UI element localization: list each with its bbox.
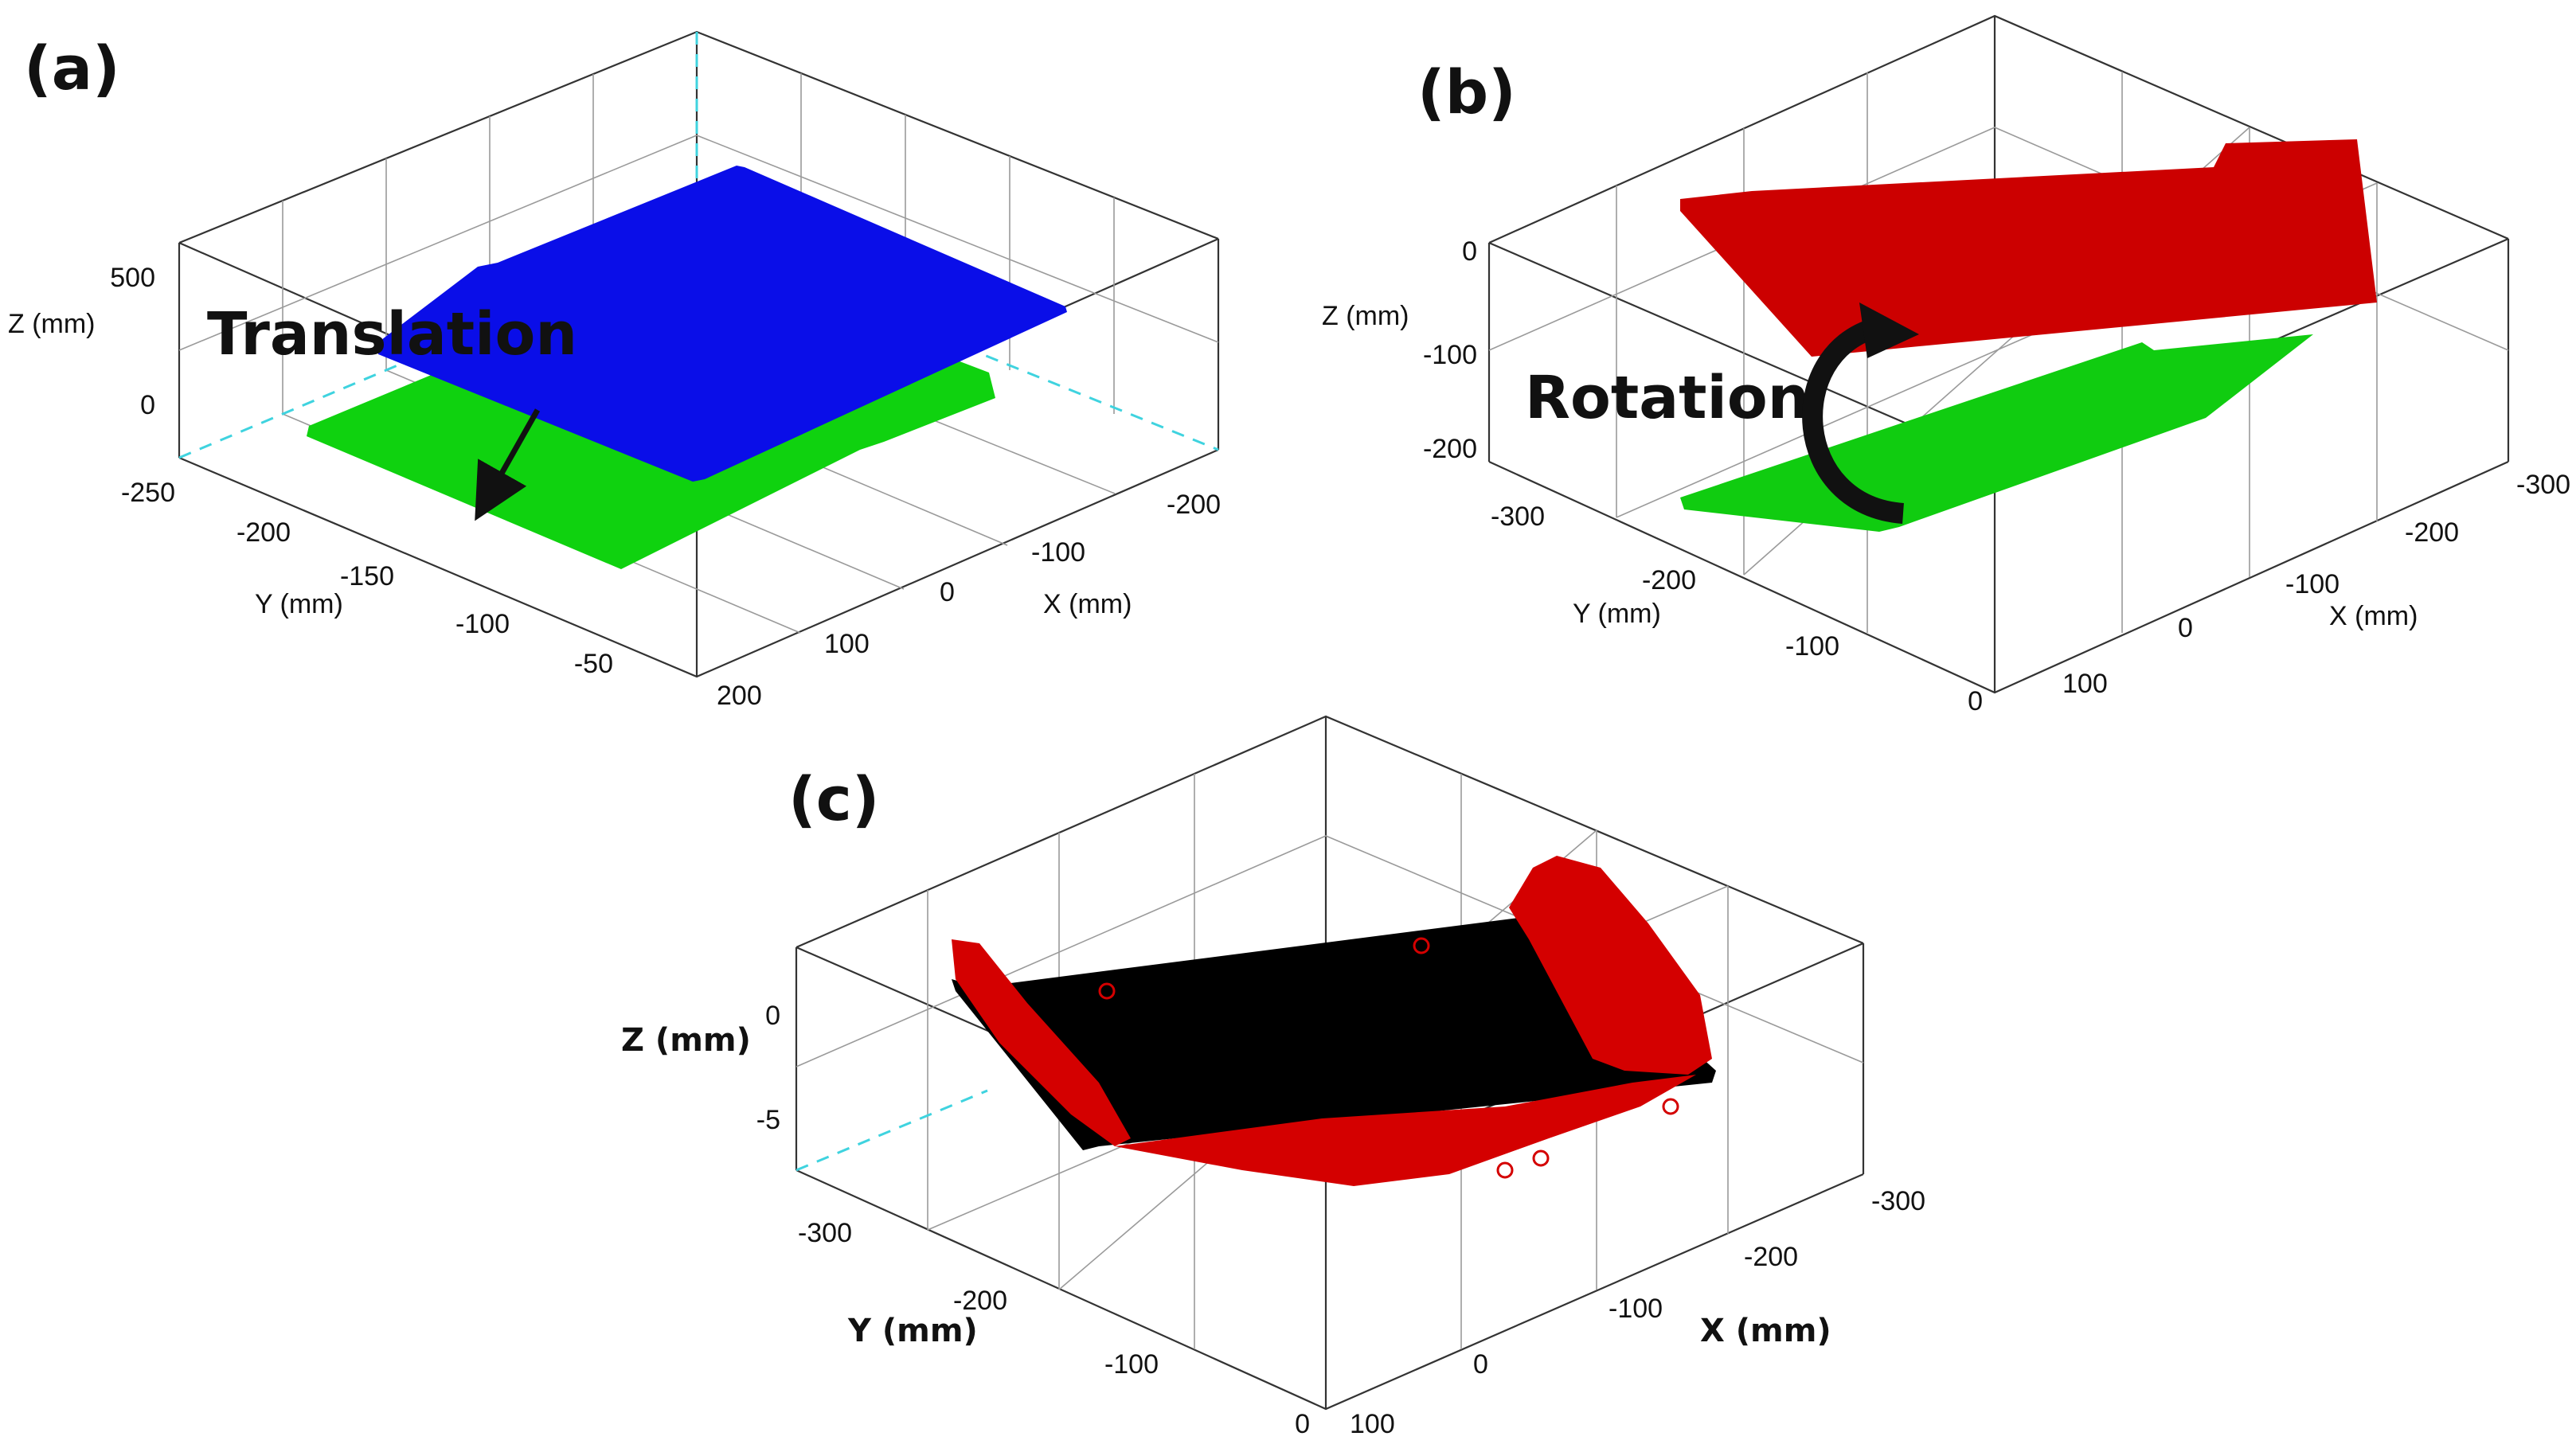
panel-a-y-ticks: -250 -200 -150 -100 -50	[121, 478, 613, 679]
z-tick: 500	[110, 263, 155, 293]
svg-text:0: 0	[2178, 613, 2193, 643]
panel-a: (a)	[8, 30, 1221, 711]
panel-b-rotation-arrow	[1802, 318, 1905, 524]
svg-text:-300: -300	[1871, 1186, 1925, 1216]
svg-text:-100: -100	[1609, 1294, 1663, 1324]
svg-text:-5: -5	[756, 1105, 780, 1135]
svg-text:-200: -200	[1642, 565, 1696, 595]
svg-text:-50: -50	[574, 649, 613, 679]
svg-text:-200: -200	[2405, 517, 2459, 548]
svg-text:0: 0	[940, 577, 955, 607]
panel-a-z-label: Z (mm)	[8, 309, 96, 339]
panel-c-z-ticks: 0 -5	[756, 1001, 780, 1135]
panel-b-rotation-label: Rotation	[1525, 364, 1809, 432]
panel-c: (c)	[621, 715, 1925, 1439]
panel-b-rotation-arrowhead	[1859, 302, 1919, 358]
svg-text:0: 0	[1968, 686, 1983, 716]
svg-text:-100: -100	[1031, 537, 1085, 568]
panel-c-y-label: Y (mm)	[847, 1313, 978, 1349]
svg-text:-200: -200	[1744, 1242, 1798, 1272]
svg-text:-100: -100	[2285, 569, 2340, 599]
svg-text:-150: -150	[340, 561, 394, 591]
panel-a-x-ticks: 200 100 0 -100 -200	[717, 490, 1221, 711]
svg-text:-300: -300	[1491, 502, 1545, 532]
panel-c-x-ticks: 100 0 -100 -200 -300	[1350, 1186, 1925, 1439]
panel-a-x-label: X (mm)	[1043, 589, 1132, 619]
panel-b-y-ticks: -300 -200 -100 0	[1491, 502, 1983, 716]
svg-text:-200: -200	[236, 517, 291, 548]
panel-a-translation-arrow	[475, 408, 541, 521]
svg-text:200: 200	[717, 681, 762, 711]
panel-b-z-ticks: 0 -100 -200	[1423, 236, 1477, 464]
panel-c-label: (c)	[788, 763, 880, 834]
panel-c-z-label: Z (mm)	[621, 1022, 751, 1059]
panel-a-blue-cloud	[378, 166, 1067, 482]
panel-c-x-label: X (mm)	[1700, 1313, 1831, 1349]
z-tick: 0	[140, 390, 155, 420]
svg-text:100: 100	[2062, 669, 2108, 699]
svg-text:0: 0	[1295, 1409, 1310, 1439]
panel-a-translation-label: Translation	[207, 300, 577, 369]
svg-text:-300: -300	[798, 1218, 852, 1248]
panel-c-black-cloud	[952, 915, 1716, 1150]
svg-text:-200: -200	[953, 1286, 1007, 1316]
svg-text:-300: -300	[2516, 470, 2570, 500]
svg-text:0: 0	[765, 1001, 780, 1031]
panel-b-z-label: Z (mm)	[1322, 301, 1409, 331]
svg-text:0: 0	[1473, 1349, 1488, 1380]
svg-text:-100: -100	[1104, 1349, 1159, 1380]
svg-text:-200: -200	[1423, 434, 1477, 464]
panel-b-y-label: Y (mm)	[1573, 599, 1661, 629]
svg-text:100: 100	[824, 629, 870, 659]
panel-c-y-ticks: -300 -200 -100 0	[798, 1218, 1310, 1439]
panel-b-red-cloud	[1680, 139, 2377, 357]
panel-b: (b) Rotation 0 -100	[1322, 14, 2570, 716]
panel-a-label: (a)	[24, 33, 120, 103]
svg-text:-250: -250	[121, 478, 175, 508]
svg-text:100: 100	[1350, 1409, 1395, 1439]
panel-b-x-label: X (mm)	[2329, 601, 2418, 631]
panel-a-y-label: Y (mm)	[255, 589, 343, 619]
panel-a-z-ticks: 500 0	[110, 263, 155, 420]
svg-text:0: 0	[1462, 236, 1477, 267]
panel-c-red-cloud	[952, 856, 1712, 1186]
svg-text:-200: -200	[1167, 490, 1221, 520]
panel-b-x-ticks: 100 0 -100 -200 -300	[2062, 470, 2570, 699]
svg-text:-100: -100	[1785, 631, 1839, 662]
panel-b-label: (b)	[1417, 57, 1516, 127]
svg-text:-100: -100	[455, 609, 510, 639]
panel-c-outlier-markers	[1098, 937, 1679, 1179]
svg-text:-100: -100	[1423, 340, 1477, 370]
